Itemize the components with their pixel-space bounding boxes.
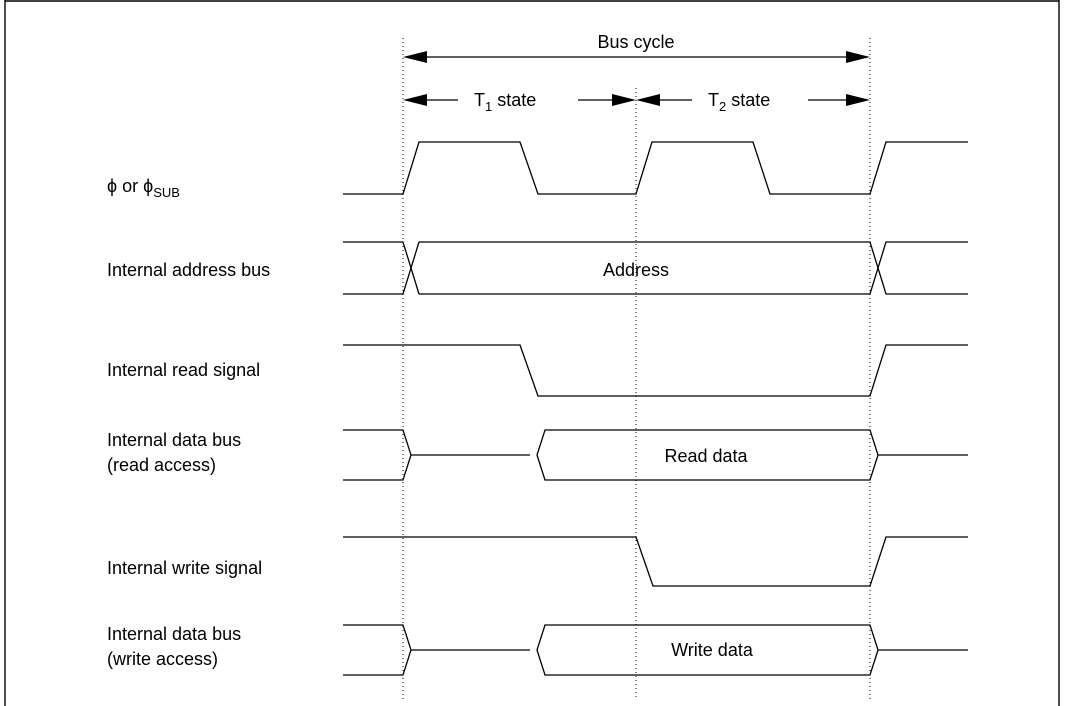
read-signal-label: Internal read signal [107, 360, 260, 380]
read-signal-waveform [343, 344, 968, 397]
write-signal-waveform [343, 536, 968, 587]
clock-label: ϕ or ϕSUB [107, 176, 180, 200]
bus-cycle-arrowhead-right [846, 51, 870, 63]
read-data-value-label: Read data [664, 446, 748, 466]
address-bus-label: Internal address bus [107, 260, 270, 280]
clock-waveform [343, 141, 968, 195]
state-arrows: T1 state T2 state [403, 90, 870, 114]
t1-state-label: T1 state [474, 90, 536, 114]
frame [4, 0, 1060, 706]
write-signal-label: Internal write signal [107, 558, 262, 578]
address-bus-waveform [343, 241, 968, 295]
bus-cycle-arrow: Bus cycle [403, 28, 870, 63]
data-bus-read-waveform [343, 429, 968, 481]
bus-cycle-label: Bus cycle [597, 32, 674, 52]
data-bus-write-waveform [343, 624, 968, 676]
write-data-value-label: Write data [671, 640, 754, 660]
data-bus-write-label: Internal data bus (write access) [107, 624, 246, 669]
t2-arrowhead-right [846, 94, 870, 106]
address-value-label: Address [603, 260, 669, 280]
state-guides [402, 38, 871, 700]
t1-arrowhead-left [403, 94, 427, 106]
t2-state-label: T2 state [708, 90, 770, 114]
t2-arrowhead-left [636, 94, 660, 106]
data-bus-read-label: Internal data bus (read access) [107, 430, 246, 475]
t1-arrowhead-right [612, 94, 636, 106]
bus-cycle-arrowhead-left [403, 51, 427, 63]
